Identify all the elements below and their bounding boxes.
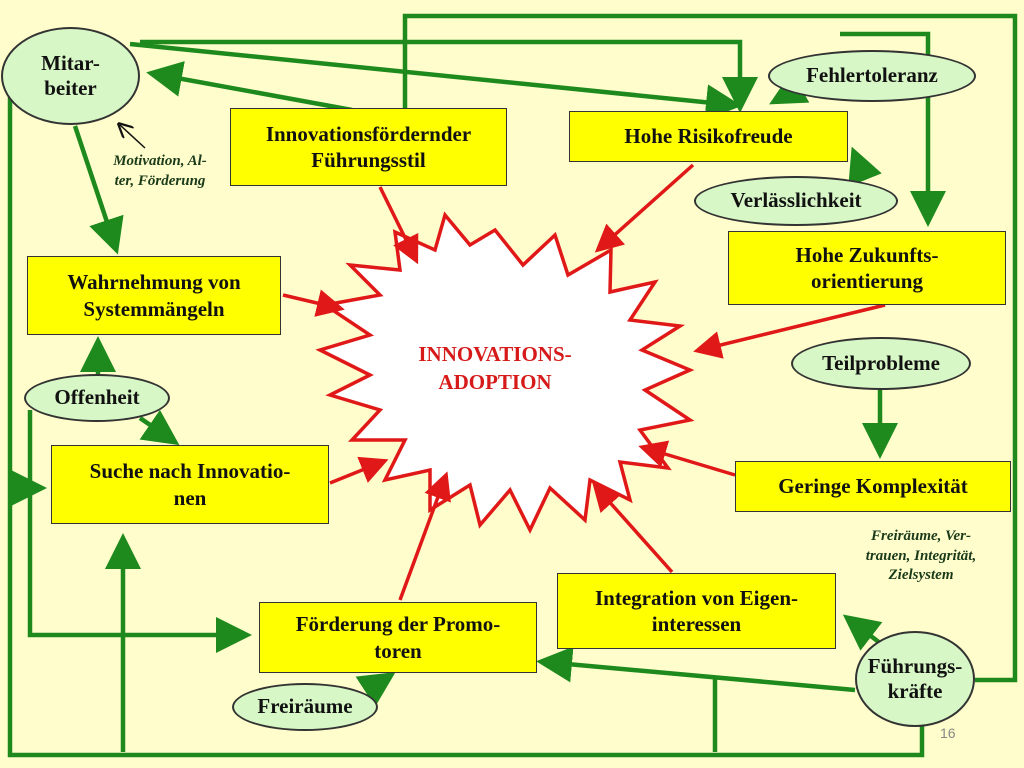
box-suche-nach-innovationen: Suche nach Innovatio-nen [51, 445, 329, 524]
oval-fuehrungskraefte: Führungs-kräfte [855, 631, 975, 727]
oval-verlaesslichkeit: Verlässlichkeit [694, 176, 898, 226]
red-arrows [282, 163, 886, 601]
green-arrows [72, 41, 898, 707]
box-foerderung-promotoren: Förderung der Promo-toren [259, 602, 537, 673]
green-loop-lines [7, 13, 1018, 758]
note-freiraeume-vertrauen-integritaet: Freiräume, Ver- trauen, Integrität, Ziel… [865, 528, 977, 583]
oval-offenheit: Offenheit [24, 374, 170, 422]
innovation-starburst [315, 211, 695, 534]
note-motivation-alter-foerderung: Motivation, Al- ter, Förderung [113, 153, 207, 189]
note-pointer [120, 125, 146, 149]
box-integration-eigeninteressen: Integration von Eigen-interessen [557, 573, 836, 649]
page-number: 16 [940, 725, 956, 741]
box-hohe-risikofreude: Hohe Risikofreude [569, 111, 848, 162]
oval-freiraeume: Freiräume [232, 683, 378, 731]
oval-fehlertoleranz: Fehlertoleranz [768, 50, 976, 102]
box-hohe-zukunftsorientierung: Hohe Zukunfts-orientierung [728, 231, 1006, 305]
oval-mitarbeiter: Mitar-beiter [1, 27, 140, 125]
center-innovations-adoption: INNOVATIONS- ADOPTION [418, 342, 572, 395]
oval-teilprobleme: Teilprobleme [791, 337, 971, 390]
box-geringe-komplexitaet: Geringe Komplexität [735, 461, 1011, 512]
